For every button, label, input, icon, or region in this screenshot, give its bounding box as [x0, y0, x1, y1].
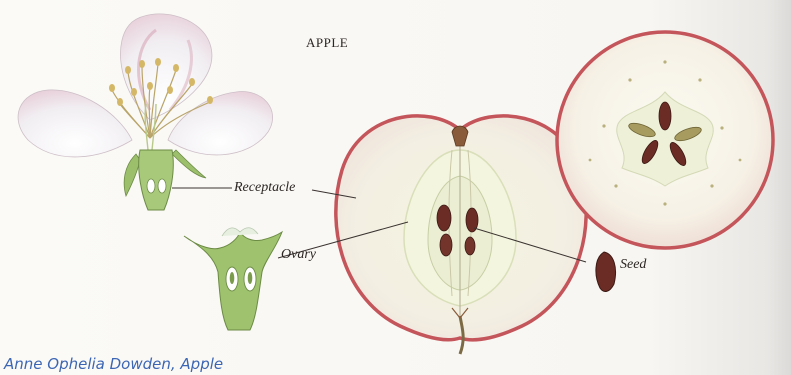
ovary-section [184, 228, 282, 330]
apple-cross-section [557, 32, 773, 248]
seed-label: Seed [620, 257, 646, 273]
apple-longitudinal-section [336, 116, 586, 354]
receptacle-label: Receptacle [234, 180, 295, 196]
loose-seed [596, 252, 616, 291]
figure-title: APPLE [306, 35, 348, 51]
image-credit: Anne Ophelia Dowden, Apple [4, 355, 223, 373]
ovary-label: Ovary [281, 247, 316, 263]
